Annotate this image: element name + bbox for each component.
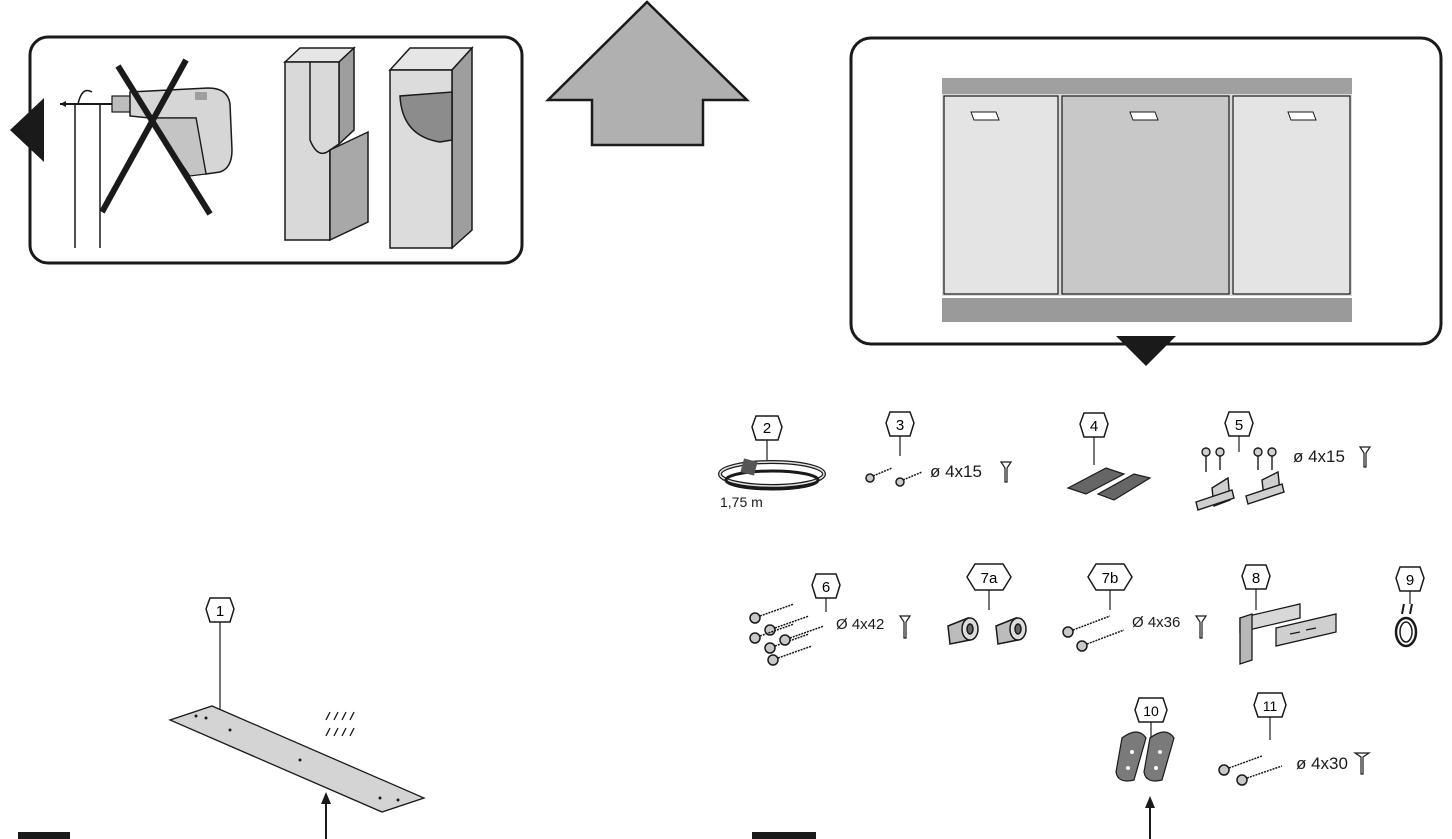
part-2-power-cable: 2 [718, 415, 826, 491]
svg-text:7a: 7a [981, 570, 998, 587]
page-marker-right [752, 832, 816, 839]
svg-text:4: 4 [1090, 418, 1098, 435]
part-7a-caps: 7a [947, 563, 1027, 645]
part-4-adhesive-strips: 4 [1066, 412, 1152, 501]
part-7b-screws: 7b [1062, 563, 1133, 652]
part-5-spec: ø 4x15 [1293, 447, 1345, 466]
svg-text:9: 9 [1406, 572, 1414, 589]
page-marker-left [18, 832, 70, 839]
part-8-rails: 8 [1239, 564, 1337, 665]
part-11-screws: 11 [1218, 692, 1287, 786]
svg-text:11: 11 [1263, 698, 1278, 714]
part-6-long-screws: 6 [749, 573, 841, 666]
svg-text:6: 6 [822, 579, 830, 596]
arrow-down-icon [1116, 336, 1176, 366]
part-2-number: 2 [763, 420, 771, 437]
part-1-base-plate: 1 [168, 597, 426, 839]
svg-text:10: 10 [1143, 703, 1159, 719]
svg-text:3: 3 [896, 417, 904, 434]
part-3-spec: ø 4x15 [930, 462, 982, 481]
svg-text:5: 5 [1235, 417, 1243, 434]
part-3-screws: 3 [865, 411, 923, 487]
kitchen-cabinet-panel [849, 36, 1443, 366]
part-9-hose-clip: 9 [1394, 566, 1425, 648]
arrow-up-icon [544, 0, 751, 147]
panel-notch-icon [283, 46, 369, 242]
part-10-feet: 10 [1115, 697, 1175, 782]
svg-text:1: 1 [216, 603, 224, 620]
arrow-left-icon [10, 98, 44, 162]
svg-text:8: 8 [1252, 570, 1260, 587]
prohibited-cross-icon [99, 58, 213, 216]
part-5-brackets: 5 [1195, 411, 1285, 511]
part-6-spec: Ø 4x42 [836, 616, 885, 633]
no-drilling-panel [10, 35, 524, 265]
part-11-spec: ø 4x30 [1296, 754, 1348, 773]
part-2-spec: 1,75 m [720, 494, 763, 510]
svg-text:7b: 7b [1102, 570, 1119, 587]
panel-cutout-icon [388, 46, 474, 250]
part-7b-spec: Ø 4x36 [1132, 614, 1181, 631]
